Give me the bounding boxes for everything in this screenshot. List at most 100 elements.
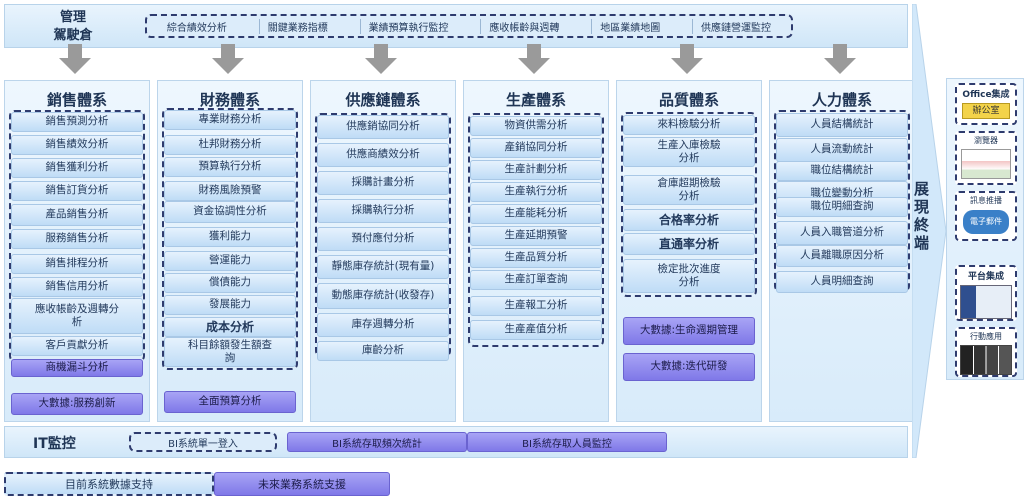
it-band: IT監控 BI系統單一登入 BI系統存取頻次統計 BI系統存取人員監控 xyxy=(4,426,908,458)
office-app-icon: 辦公室 xyxy=(962,103,1010,119)
analysis-item[interactable]: 銷售預測分析 xyxy=(11,112,143,132)
office-integration[interactable]: Office集成 辦公室 xyxy=(955,83,1017,125)
analysis-item[interactable]: 應收帳齡及週轉分 析 xyxy=(11,298,143,334)
it-item-users[interactable]: BI系統存取人員監控 xyxy=(467,432,667,452)
down-arrow-icon xyxy=(671,44,703,74)
terminal-panel: Office集成 辦公室 瀏覽器 訊息推播 電子郵件 平台集成 行動應用 xyxy=(946,78,1024,380)
analysis-item[interactable]: 人員流動統計 xyxy=(776,138,908,162)
analysis-item[interactable]: 生產訂單查詢 xyxy=(470,270,602,290)
cockpit-item[interactable]: 業績預算執行監控 xyxy=(359,18,457,34)
analysis-item[interactable]: 資金協調性分析 xyxy=(164,201,296,223)
system-title: 財務體系 xyxy=(199,91,260,109)
browser-thumbnail-icon xyxy=(961,149,1011,179)
cockpit-title: 管理 駕駛倉 xyxy=(53,10,93,43)
future-item[interactable]: 全面預算分析 xyxy=(164,391,296,413)
analysis-item[interactable]: 直通率分析 xyxy=(623,233,755,255)
down-arrow-icon xyxy=(365,44,397,74)
cockpit-item[interactable]: 關鍵業務指標 xyxy=(258,18,336,34)
analysis-item[interactable]: 生產能耗分析 xyxy=(470,204,602,224)
mobile-integration[interactable]: 行動應用 xyxy=(955,327,1017,377)
analysis-item[interactable]: 生產產值分析 xyxy=(470,320,602,340)
analysis-item[interactable]: 客戶貢獻分析 xyxy=(11,336,143,356)
analysis-item[interactable]: 人員結構統計 xyxy=(776,113,908,137)
analysis-item[interactable]: 專業財務分析 xyxy=(164,110,296,130)
email-icon: 電子郵件 xyxy=(963,210,1009,234)
platform-integration[interactable]: 平台集成 xyxy=(955,265,1017,321)
analysis-item[interactable]: 銷售績效分析 xyxy=(11,135,143,155)
push-integration[interactable]: 訊息推播 電子郵件 xyxy=(955,191,1017,241)
terminal-title: 展現終端 xyxy=(914,180,930,252)
analysis-item[interactable]: 物資供需分析 xyxy=(470,116,602,136)
analysis-item[interactable]: 服務銷售分析 xyxy=(11,229,143,249)
system-title: 品質體系 xyxy=(658,91,719,109)
analysis-item[interactable]: 成本分析 xyxy=(164,317,296,337)
analysis-item[interactable]: 採購執行分析 xyxy=(317,199,449,223)
cockpit-item[interactable]: 應收帳齡與週轉 xyxy=(480,18,567,34)
analysis-item[interactable]: 靜態庫存統計(現有量) xyxy=(317,255,449,279)
down-arrow-icon xyxy=(59,44,91,74)
analysis-item[interactable]: 生產執行分析 xyxy=(470,182,602,202)
cockpit-items: 綜合績效分析 關鍵業務指標 業績預算執行監控 應收帳齡與週轉 地區業績地圖 供應… xyxy=(145,14,793,38)
analysis-item[interactable]: 生產報工分析 xyxy=(470,296,602,316)
analysis-item[interactable]: 來料檢驗分析 xyxy=(623,115,755,135)
analysis-item[interactable]: 產銷協同分析 xyxy=(470,138,602,158)
future-item[interactable]: 大數據:迭代研發 xyxy=(623,353,755,381)
down-arrow-icon xyxy=(212,44,244,74)
future-item[interactable]: 大數據:服務創新 xyxy=(11,393,143,415)
it-item-frequency[interactable]: BI系統存取頻次統計 xyxy=(287,432,467,452)
analysis-item[interactable]: 預算執行分析 xyxy=(164,157,296,177)
current-support-group xyxy=(468,113,604,347)
analysis-item[interactable]: 獲利能力 xyxy=(164,227,296,247)
analysis-item[interactable]: 供應商績效分析 xyxy=(317,143,449,167)
analysis-item[interactable]: 供應銷協同分析 xyxy=(317,115,449,139)
analysis-item[interactable]: 生產品質分析 xyxy=(470,248,602,268)
system-column: 品質體系來料檢驗分析生產入庫檢驗 分析倉庫超期檢驗 分析合格率分析直通率分析檢定… xyxy=(616,80,762,422)
analysis-item[interactable]: 職位明細查詢 xyxy=(776,197,908,217)
future-item[interactable]: 商機漏斗分析 xyxy=(11,359,143,377)
cockpit-band: 管理 駕駛倉 綜合績效分析 關鍵業務指標 業績預算執行監控 應收帳齡與週轉 地區… xyxy=(4,4,908,48)
browser-integration[interactable]: 瀏覽器 xyxy=(955,131,1017,185)
cockpit-item[interactable]: 綜合績效分析 xyxy=(166,22,227,34)
analysis-item[interactable]: 償債能力 xyxy=(164,273,296,293)
system-column: 銷售體系銷售預測分析銷售績效分析銷售獲利分析銷售訂貨分析產品銷售分析服務銷售分析… xyxy=(4,80,150,422)
analysis-item[interactable]: 合格率分析 xyxy=(623,209,755,231)
analysis-item[interactable]: 生產計劃分析 xyxy=(470,160,602,180)
system-title: 供應鏈體系 xyxy=(345,91,421,109)
cockpit-item[interactable]: 供應鏈營運監控 xyxy=(692,18,779,34)
current-support-group xyxy=(162,108,298,370)
analysis-item[interactable]: 人員入職管道分析 xyxy=(776,221,908,245)
analysis-item[interactable]: 科目餘額發生額查 詢 xyxy=(164,337,296,367)
analysis-item[interactable]: 庫存週轉分析 xyxy=(317,313,449,337)
cockpit-item[interactable]: 地區業績地圖 xyxy=(591,18,668,34)
analysis-item[interactable]: 銷售排程分析 xyxy=(11,254,143,274)
analysis-item[interactable]: 庫齡分析 xyxy=(317,341,449,361)
system-title: 生產體系 xyxy=(505,91,566,109)
analysis-item[interactable]: 銷售獲利分析 xyxy=(11,158,143,178)
analysis-item[interactable]: 發展能力 xyxy=(164,295,296,315)
system-column: 人力體系人員結構統計人員流動統計職位結構統計職位變動分析職位明細查詢人員入職管道… xyxy=(769,80,915,422)
down-arrow-icon xyxy=(824,44,856,74)
analysis-item[interactable]: 生產入庫檢驗 分析 xyxy=(623,137,755,167)
analysis-item[interactable]: 財務風險預警 xyxy=(164,181,296,201)
analysis-item[interactable]: 預付應付分析 xyxy=(317,227,449,251)
analysis-item[interactable]: 採購計畫分析 xyxy=(317,171,449,195)
analysis-item[interactable]: 杜邦財務分析 xyxy=(164,135,296,155)
terminal-arrow xyxy=(912,4,946,458)
system-title: 人力體系 xyxy=(811,91,872,109)
analysis-item[interactable]: 人員明細查詢 xyxy=(776,271,908,293)
platform-thumbnail-icon xyxy=(960,285,1012,319)
analysis-item[interactable]: 檢定批次進度 分析 xyxy=(623,259,755,293)
analysis-item[interactable]: 產品銷售分析 xyxy=(11,204,143,226)
analysis-item[interactable]: 生產延期預警 xyxy=(470,226,602,246)
analysis-item[interactable]: 倉庫超期檢驗 分析 xyxy=(623,175,755,205)
analysis-item[interactable]: 銷售信用分析 xyxy=(11,277,143,297)
future-item[interactable]: 大數據:生命週期管理 xyxy=(623,317,755,345)
system-column: 生產體系物資供需分析產銷協同分析生產計劃分析生產執行分析生產能耗分析生產延期預警… xyxy=(463,80,609,422)
it-item-sso[interactable]: BI系統單一登入 xyxy=(129,432,277,452)
analysis-item[interactable]: 銷售訂貨分析 xyxy=(11,181,143,201)
it-title: IT監控 xyxy=(33,436,76,452)
analysis-item[interactable]: 動態庫存統計(收發存) xyxy=(317,283,449,309)
analysis-item[interactable]: 營運能力 xyxy=(164,251,296,271)
analysis-item[interactable]: 人員離職原因分析 xyxy=(776,245,908,267)
analysis-item[interactable]: 職位結構統計 xyxy=(776,161,908,181)
